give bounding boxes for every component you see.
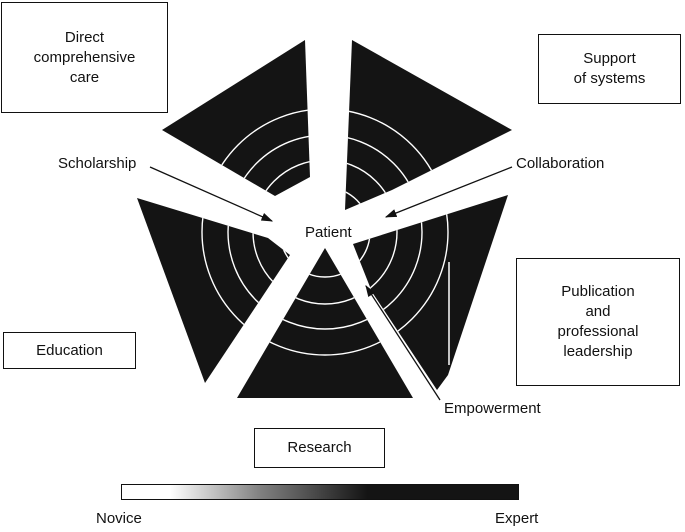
wedge-right <box>353 195 508 390</box>
wedge-top-right <box>345 40 512 210</box>
education-box: Education <box>3 332 136 369</box>
novice-label: Novice <box>96 510 142 527</box>
ring-4 <box>201 198 290 356</box>
ring-3 <box>237 248 413 330</box>
rings-bottom <box>237 248 413 356</box>
support-systems-box: Support of systems <box>538 34 681 104</box>
ring-3 <box>353 195 423 330</box>
scholarship-label: Scholarship <box>58 155 137 172</box>
ring-1 <box>279 248 371 278</box>
research-box: Research <box>254 428 385 468</box>
collaboration-label: Collaboration <box>516 155 605 172</box>
ring-2 <box>353 195 398 305</box>
expert-label: Expert <box>495 510 539 527</box>
ring-3 <box>227 198 290 330</box>
ring-4 <box>237 248 413 356</box>
wedge-bottom <box>237 248 413 398</box>
publication-box: Publication and professional leadership <box>516 258 680 386</box>
ring-2 <box>252 248 398 305</box>
direct-care-box: Direct comprehensive care <box>1 2 168 113</box>
empowerment-label: Empowerment <box>444 400 541 417</box>
wedge-top-left <box>162 40 310 196</box>
patient-label: Patient <box>303 224 354 242</box>
wedge-left <box>137 198 290 383</box>
ring-4 <box>353 195 449 356</box>
empowerment-arrow <box>365 285 441 401</box>
collaboration-arrow <box>384 166 513 218</box>
novice-expert-scale-bar <box>121 484 519 500</box>
scholarship-arrow <box>149 166 274 222</box>
